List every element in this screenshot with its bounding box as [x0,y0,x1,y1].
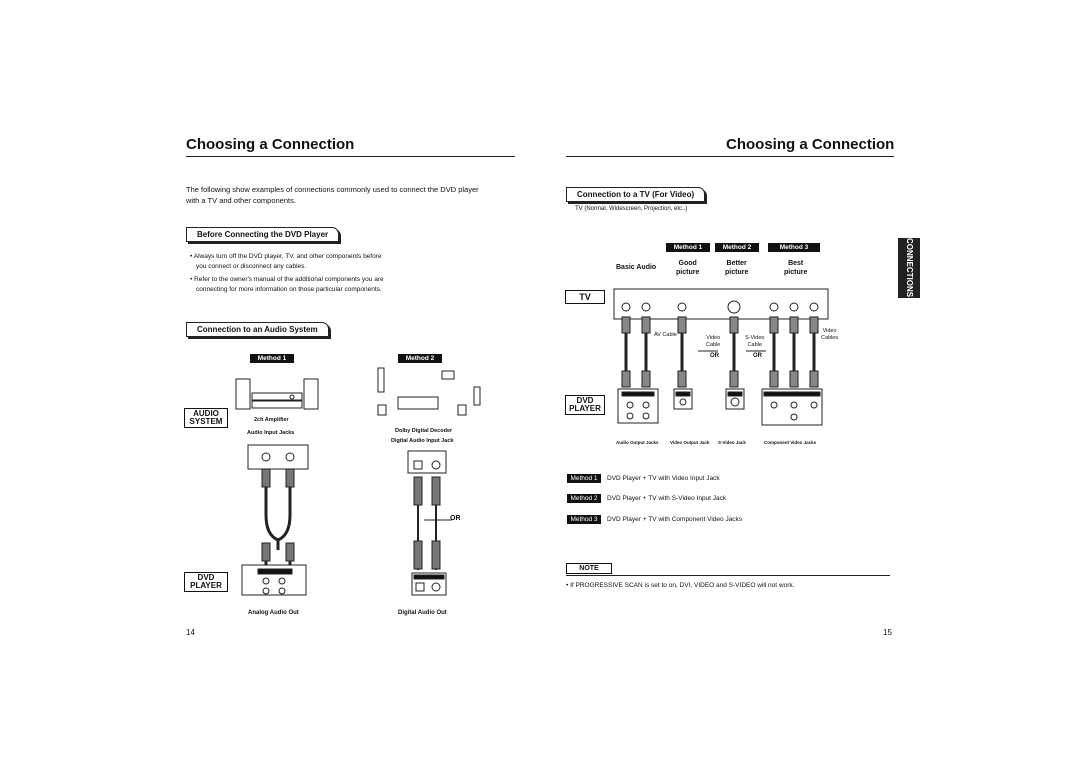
before-connecting-heading: Before Connecting the DVD Player [186,227,340,242]
audio-system-heading: Connection to an Audio System [186,322,329,337]
note-rule [566,575,890,576]
intro-line-2: with a TV and other components. [186,196,296,205]
basic-audio-label: Basic Audio [616,264,657,271]
analog-plugs [261,468,295,562]
tv-method-1-tag: Method 1 [666,243,710,252]
title-rule-right [566,156,894,157]
dvd-rear-panel [617,388,823,426]
dvd-player-label-right: DVD PLAYER [565,395,605,415]
tv-or-label-2: OR [753,353,762,359]
decoder-digital-input [407,450,447,474]
intro-text: The following show examples of connectio… [186,184,516,206]
svideo-cable-line-1: S-Video [745,335,765,341]
better-picture-label: Better picture [725,259,748,277]
jack-svideo-label: S-Video Jack [718,440,746,445]
tv-method-2-tag: Method 2 [715,243,759,252]
bullet-1: • Always turn off the DVD player, TV, an… [190,253,382,270]
audio-method-1-tag: Method 1 [250,354,294,363]
better-label: Better [726,260,747,267]
av-cable-label: AV Cable [654,332,677,338]
video-cable-label: Video Cable [706,335,720,349]
tv-sub-label: TV (Normal, Widescreen, Projection, etc.… [575,206,688,212]
tv-label: TV [565,290,605,304]
jack-audio-out-label: Audio Output Jacks [616,440,659,445]
amp-label: 2ch Amplifier [254,417,289,423]
note-text-content: If PROGRESSIVE SCAN is set to on, DVI, V… [570,582,795,589]
audio-method-2-tag: Method 2 [398,354,442,363]
tv-rear-panel [613,288,829,320]
title-rule-left [186,156,515,157]
method-2-desc: DVD Player + TV with S-Video Input Jack [607,495,727,502]
bullet-1-line-2: you connect or disconnect any cables. [196,263,307,270]
page-number-right: 15 [883,628,892,637]
desc-method-1-tag: Method 1 [567,474,601,483]
intro-line-1: The following show examples of connectio… [186,185,479,194]
jack-component-label: Component Video Jacks [764,440,817,445]
good-picture-label: Good picture [676,259,699,277]
method-3-desc: DVD Player + TV with Component Video Jac… [607,516,743,523]
dvd-player-label-right-line-1: DVD [576,396,594,405]
tv-or-label-1: OR [710,353,719,359]
bullet-list: • Always turn off the DVD player, TV, an… [190,252,520,295]
digital-out-label: Digital Audio Out [398,610,447,616]
bullet-2-line-2: connecting for more information on those… [196,286,382,293]
audio-system-label: AUDIO SYSTEM [184,408,228,428]
good-label: Good [678,260,697,267]
audio-system-label-line-1: AUDIO [193,409,219,418]
best-picture-label: Best picture [784,259,807,277]
dvd-player-label-left-line-2: PLAYER [190,581,222,590]
connections-side-tab: CONNECTIONS [898,238,920,298]
page-number-left: 14 [186,628,195,637]
desc-method-3-tag: Method 3 [567,515,601,524]
page-title-right: Choosing a Connection [726,136,895,153]
amplifier-illustration [235,378,319,410]
better-picture: picture [725,269,749,276]
digital-plugs [413,476,441,570]
tv-connection-diagram [613,288,829,426]
tv-connection-heading: Connection to a TV (For Video) [566,187,706,202]
decoder-jacks-label: Digital Audio Input Jack [391,438,454,444]
dvd-player-label-left-line-1: DVD [197,573,215,582]
jack-video-out-label: Video Output Jack [670,440,710,445]
video-cable-line-2: Cable [706,342,721,348]
method-1-desc: DVD Player + TV with Video Input Jack [607,475,720,482]
dvd-player-label-right-line-2: PLAYER [569,404,601,413]
video-cable-line-1: Video [706,335,721,341]
best-picture: picture [784,269,808,276]
amp-input-jacks [247,444,309,470]
dvd-analog-out-panel [241,564,307,596]
video-cables-label: Video Cables [821,328,838,342]
bullet-2: • Refer to the owner's manual of the add… [190,276,384,293]
best-label: Best [788,260,804,267]
decoder-label: Dolby Digital Decoder [395,428,453,434]
digital-or-label: OR [450,515,461,522]
tv-method-3-tag: Method 3 [768,243,820,252]
audio-system-label-line-2: SYSTEM [189,417,223,426]
analog-out-label: Analog Audio Out [248,610,299,616]
amp-jacks-label: Audio Input Jacks [247,430,295,436]
video-cables-line-2: Cables [821,335,839,341]
svideo-cable-line-2: Cable [747,342,762,348]
svideo-cable-label: S-Video Cable [745,335,764,349]
desc-method-2-tag: Method 2 [567,494,601,503]
decoder-illustration [377,367,481,416]
note-text: • If PROGRESSIVE SCAN is set to on, DVI,… [566,582,795,589]
audio-connection-diagram [235,367,481,596]
bullet-2-line-1: Refer to the owner's manual of the addit… [194,276,384,283]
tv-cable-plugs [621,316,819,388]
good-picture: picture [676,269,700,276]
bullet-1-line-1: Always turn off the DVD player, TV, and … [193,253,382,260]
dvd-digital-out-panel [411,572,447,596]
dvd-player-label-left: DVD PLAYER [184,572,228,592]
video-cables-line-1: Video [822,328,837,334]
note-box: NOTE [566,563,612,574]
page-title-left: Choosing a Connection [186,136,355,153]
